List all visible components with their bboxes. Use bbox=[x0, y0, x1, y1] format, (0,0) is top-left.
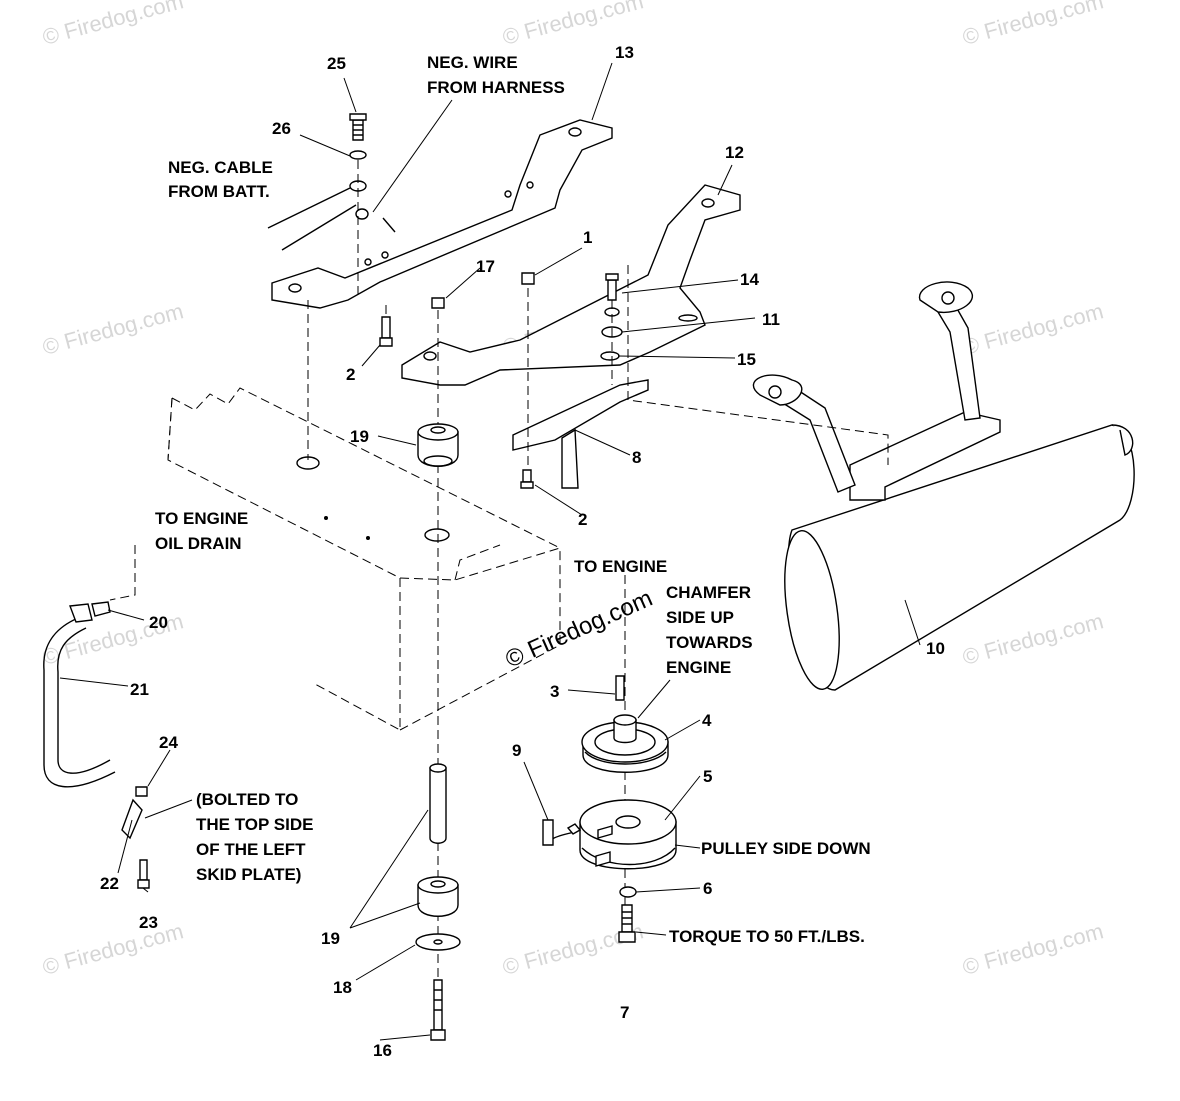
callout-3: 3 bbox=[550, 682, 559, 701]
watermark: © Firedog.com bbox=[40, 0, 186, 50]
callout-19: 19 bbox=[321, 929, 340, 948]
callout-5: 5 bbox=[703, 767, 712, 786]
callout-24: 24 bbox=[159, 733, 178, 752]
callout-22: 22 bbox=[100, 874, 119, 893]
note-oil-drain: TO ENGINE bbox=[155, 509, 248, 528]
callout-2: 2 bbox=[346, 365, 355, 384]
neg-cable bbox=[267, 180, 396, 251]
note-torque: TORQUE TO 50 FT./LBS. bbox=[669, 927, 865, 946]
note-chamfer: ENGINE bbox=[666, 658, 731, 677]
note-neg-cable: FROM BATT. bbox=[168, 182, 270, 201]
leader-lines bbox=[59, 62, 921, 1041]
callout-1: 1 bbox=[583, 228, 592, 247]
callout-26: 26 bbox=[272, 119, 291, 138]
engine-block bbox=[167, 387, 562, 731]
callout-19: 19 bbox=[350, 427, 369, 446]
watermark: © Firedog.com bbox=[960, 608, 1106, 670]
note-oil-drain: OIL DRAIN bbox=[155, 534, 242, 553]
note-neg-wire: FROM HARNESS bbox=[427, 78, 565, 97]
callout-13: 13 bbox=[615, 43, 634, 62]
oil-drain-hose-21 bbox=[43, 601, 150, 889]
callout-18: 18 bbox=[333, 978, 352, 997]
callout-7: 7 bbox=[620, 1003, 629, 1022]
callout-16: 16 bbox=[373, 1041, 392, 1060]
note-bolted: SKID PLATE) bbox=[196, 865, 301, 884]
note-chamfer: CHAMFER bbox=[666, 583, 751, 602]
engine-mount-19-lower bbox=[415, 763, 461, 1041]
callout-11: 11 bbox=[762, 310, 780, 329]
hardware bbox=[349, 113, 623, 489]
callout-4: 4 bbox=[702, 711, 712, 730]
callout-14: 14 bbox=[740, 270, 759, 289]
callout-10: 10 bbox=[926, 639, 945, 658]
engine-mount-19-upper bbox=[417, 423, 459, 467]
callout-9: 9 bbox=[512, 741, 521, 760]
callout-21: 21 bbox=[130, 680, 149, 699]
watermark: © Firedog.com bbox=[40, 918, 186, 980]
callout-20: 20 bbox=[149, 613, 168, 632]
callout-17: 17 bbox=[476, 257, 495, 276]
muffler-10 bbox=[752, 281, 1135, 691]
center-lines bbox=[109, 160, 889, 1035]
note-neg-cable: NEG. CABLE bbox=[168, 158, 273, 177]
watermark: © Firedog.com bbox=[960, 298, 1106, 360]
pulley-4 bbox=[581, 675, 669, 773]
note-to-engine: TO ENGINE bbox=[574, 557, 667, 576]
note-neg-wire: NEG. WIRE bbox=[427, 53, 518, 72]
bracket-12 bbox=[401, 184, 741, 386]
watermark: © Firedog.com bbox=[40, 298, 186, 360]
clutch-5 bbox=[542, 799, 677, 870]
note-bolted: OF THE LEFT bbox=[196, 840, 306, 859]
callout-2: 2 bbox=[578, 510, 587, 529]
watermark-center: © Firedog.com bbox=[501, 585, 656, 674]
note-chamfer: SIDE UP bbox=[666, 608, 734, 627]
note-bolted: (BOLTED TO bbox=[196, 790, 298, 809]
notes: NEG. WIRE FROM HARNESS NEG. CABLE FROM B… bbox=[155, 53, 871, 946]
bracket-8 bbox=[512, 379, 649, 489]
bracket-13 bbox=[271, 119, 613, 309]
callout-8: 8 bbox=[632, 448, 641, 467]
watermark: © Firedog.com bbox=[960, 0, 1106, 50]
note-chamfer: TOWARDS bbox=[666, 633, 753, 652]
clutch-bolt-7 bbox=[618, 886, 637, 943]
callout-12: 12 bbox=[725, 143, 744, 162]
note-pulley-side: PULLEY SIDE DOWN bbox=[701, 839, 871, 858]
callout-15: 15 bbox=[737, 350, 756, 369]
callout-25: 25 bbox=[327, 54, 346, 73]
note-bolted: THE TOP SIDE bbox=[196, 815, 313, 834]
callout-23: 23 bbox=[139, 913, 158, 932]
watermark: © Firedog.com bbox=[960, 918, 1106, 980]
part-callouts: 1 2 2 3 4 5 6 7 8 9 10 11 12 13 14 15 16… bbox=[100, 43, 945, 1060]
callout-6: 6 bbox=[703, 879, 712, 898]
